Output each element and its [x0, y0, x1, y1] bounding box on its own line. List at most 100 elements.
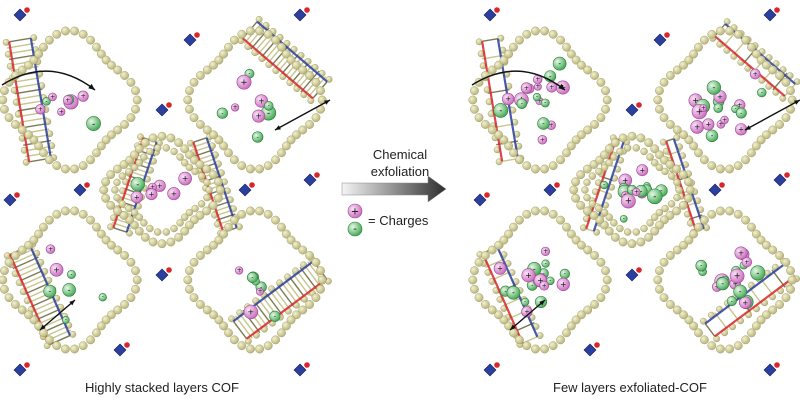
svg-text:-: -	[68, 285, 71, 294]
svg-text:-: -	[92, 119, 95, 129]
svg-text:-: -	[251, 274, 253, 281]
svg-text:+: +	[257, 288, 262, 295]
svg-text:-: -	[731, 298, 733, 305]
svg-text:-: -	[70, 271, 72, 278]
stacked-cof-panel: -++-++---++-+-++--++-+-++-++--+---++--++…	[0, 7, 333, 377]
svg-text:+: +	[53, 265, 60, 274]
svg-text:-: -	[274, 313, 276, 320]
svg-text:+: +	[634, 189, 639, 196]
svg-text:-: -	[268, 103, 270, 110]
svg-text:+: +	[540, 136, 545, 143]
svg-text:-: -	[631, 187, 633, 194]
svg-text:+: +	[537, 97, 542, 104]
svg-text:+: +	[543, 248, 548, 255]
negative-charge-icon: -	[347, 221, 363, 237]
svg-text:-: -	[660, 186, 663, 195]
svg-text:+: +	[524, 84, 529, 92]
charge-legend: + -	[347, 203, 363, 237]
svg-text:-: -	[504, 288, 506, 295]
svg-text:+: +	[535, 76, 540, 83]
svg-text:-: -	[512, 288, 515, 297]
svg-text:+: +	[549, 84, 554, 91]
exfoliation-label-line2: exfoliation	[370, 164, 430, 179]
svg-text:+: +	[542, 282, 547, 289]
svg-text:+: +	[717, 92, 723, 101]
svg-text:+: +	[696, 107, 703, 117]
charges-legend-label: = Charges	[368, 213, 429, 228]
svg-text:-: -	[549, 72, 552, 80]
svg-text:+: +	[744, 259, 749, 266]
svg-text:-: -	[260, 284, 262, 291]
svg-text:-: -	[603, 181, 605, 188]
svg-text:+: +	[258, 96, 264, 105]
svg-text:+: +	[255, 112, 261, 121]
svg-text:-: -	[533, 265, 536, 274]
svg-text:+: +	[753, 71, 758, 78]
svg-text:-: -	[353, 224, 357, 235]
svg-text:+: +	[134, 192, 140, 201]
svg-text:+: +	[722, 116, 727, 123]
svg-text:+: +	[535, 83, 540, 90]
svg-text:-: -	[248, 70, 250, 77]
svg-text:+: +	[692, 96, 699, 105]
exfoliation-label-line1: Chemical	[372, 147, 428, 162]
svg-text:+: +	[549, 122, 554, 129]
svg-text:-: -	[734, 105, 736, 112]
svg-text:+: +	[351, 207, 359, 218]
svg-text:-: -	[499, 105, 502, 115]
svg-text:+: +	[497, 264, 503, 273]
svg-text:+: +	[150, 184, 155, 191]
svg-text:+: +	[525, 270, 532, 280]
svg-text:-: -	[761, 89, 763, 96]
svg-text:+: +	[738, 248, 744, 257]
svg-text:-: -	[267, 109, 270, 119]
svg-text:+: +	[738, 126, 744, 134]
svg-text:+: +	[742, 298, 748, 307]
svg-text:-: -	[136, 179, 139, 189]
svg-text:+: +	[639, 166, 645, 174]
svg-text:-: -	[564, 271, 566, 278]
svg-text:-: -	[221, 110, 223, 117]
svg-text:-: -	[740, 110, 742, 117]
svg-text:-: -	[558, 59, 561, 68]
exfoliation-label: Chemical exfoliation	[345, 146, 455, 180]
svg-text:-: -	[521, 100, 523, 107]
svg-text:-: -	[700, 262, 703, 270]
svg-text:-: -	[712, 82, 715, 92]
svg-text:-: -	[536, 94, 538, 101]
svg-text:+: +	[714, 284, 719, 291]
svg-text:-: -	[48, 287, 51, 296]
svg-text:+: +	[38, 106, 43, 113]
left-caption: Highly stacked layers COF	[85, 380, 239, 395]
svg-text:+: +	[80, 93, 85, 100]
svg-text:+: +	[182, 174, 189, 183]
svg-text:-: -	[549, 277, 551, 284]
svg-text:+: +	[247, 307, 254, 317]
svg-text:+: +	[524, 308, 529, 316]
svg-text:+: +	[50, 93, 55, 100]
svg-text:+: +	[237, 267, 242, 274]
svg-text:+: +	[233, 104, 238, 111]
svg-text:-: -	[545, 260, 547, 267]
svg-text:+: +	[732, 280, 738, 288]
svg-text:+: +	[59, 108, 64, 115]
svg-text:-: -	[623, 215, 625, 222]
svg-text:-: -	[65, 316, 67, 323]
svg-text:-: -	[256, 133, 259, 141]
svg-text:-: -	[45, 98, 47, 105]
svg-text:+: +	[625, 197, 632, 207]
svg-text:-: -	[756, 269, 759, 279]
svg-text:+: +	[705, 121, 711, 129]
svg-text:+: +	[48, 246, 53, 253]
exfoliation-arrow	[341, 175, 447, 203]
exfoliated-cof-panel: -++++++---+---++----++-+-++--+-+--+-----…	[468, 7, 800, 377]
svg-text:+: +	[734, 271, 741, 281]
svg-text:-: -	[717, 105, 719, 112]
svg-text:-: -	[653, 192, 656, 202]
svg-text:-: -	[542, 119, 545, 128]
svg-text:-: -	[711, 131, 714, 140]
svg-text:+: +	[622, 176, 629, 185]
svg-text:+: +	[65, 97, 70, 104]
svg-text:+: +	[737, 101, 742, 109]
